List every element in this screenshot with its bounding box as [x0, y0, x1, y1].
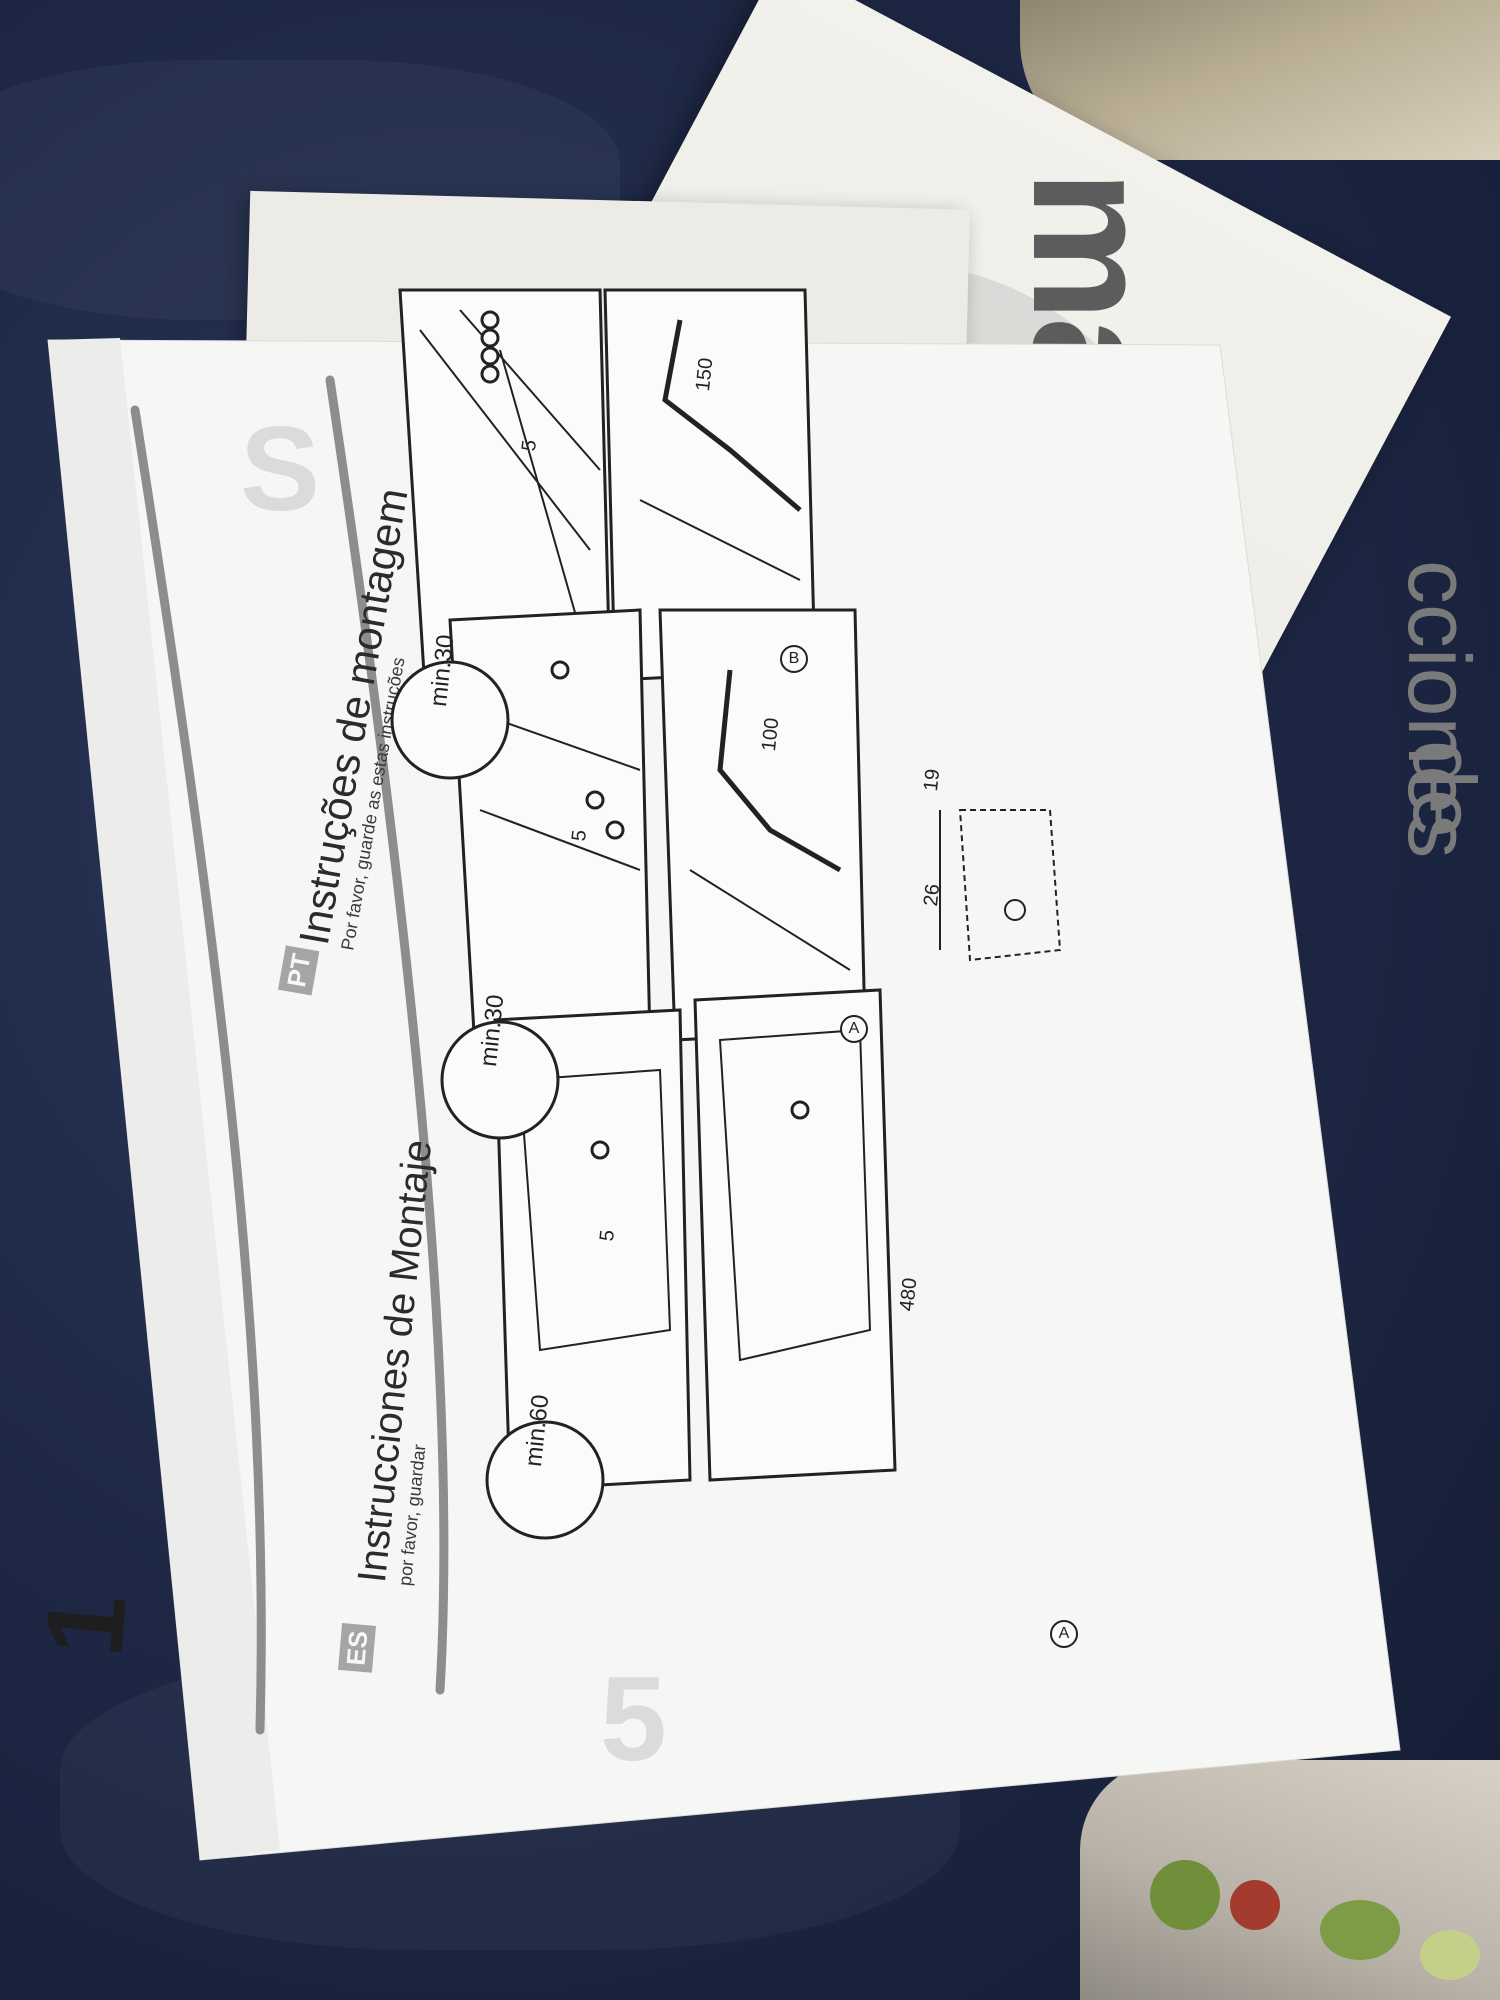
variant-marker-a: A: [840, 1015, 868, 1043]
depth-label-top: 150: [692, 356, 718, 393]
dim-label-a: 26: [920, 882, 945, 908]
depth-label-bottom: 480: [896, 1276, 922, 1313]
plant-leaf: [1320, 1900, 1400, 1960]
ghost-print: 5: [600, 1652, 667, 1786]
plant-leaf: [1150, 1860, 1220, 1930]
detail-circle: [485, 1420, 605, 1540]
plant-leaf: [1420, 1930, 1480, 1980]
variant-marker-b: B: [780, 645, 808, 673]
assembly-diagrams: [390, 288, 1062, 1540]
header-rules: [130, 375, 449, 1735]
instruction-sheet-area: 5 S ES Instrucciones de Montaje por favo…: [22, 250, 1420, 1890]
gap-label-top: 5: [518, 438, 542, 453]
panel-top-left: [398, 288, 612, 692]
plant-flower: [1230, 1880, 1280, 1930]
panel-bottom-left: [493, 1008, 692, 1492]
detail-circle: [390, 660, 510, 780]
panel-mid-right: [658, 608, 867, 1042]
dimension-drawing: [939, 809, 1062, 962]
depth-label-mid: 100: [758, 716, 784, 753]
panel-bottom-right: [693, 988, 897, 1482]
dim-label-b: 19: [920, 767, 945, 793]
ghost-print: S: [240, 402, 321, 536]
detail-circle: [440, 1020, 560, 1140]
gap-label-bottom: 5: [596, 1228, 620, 1243]
gap-label-mid: 5: [568, 828, 592, 843]
corner-variant-marker: A: [1050, 1620, 1078, 1648]
